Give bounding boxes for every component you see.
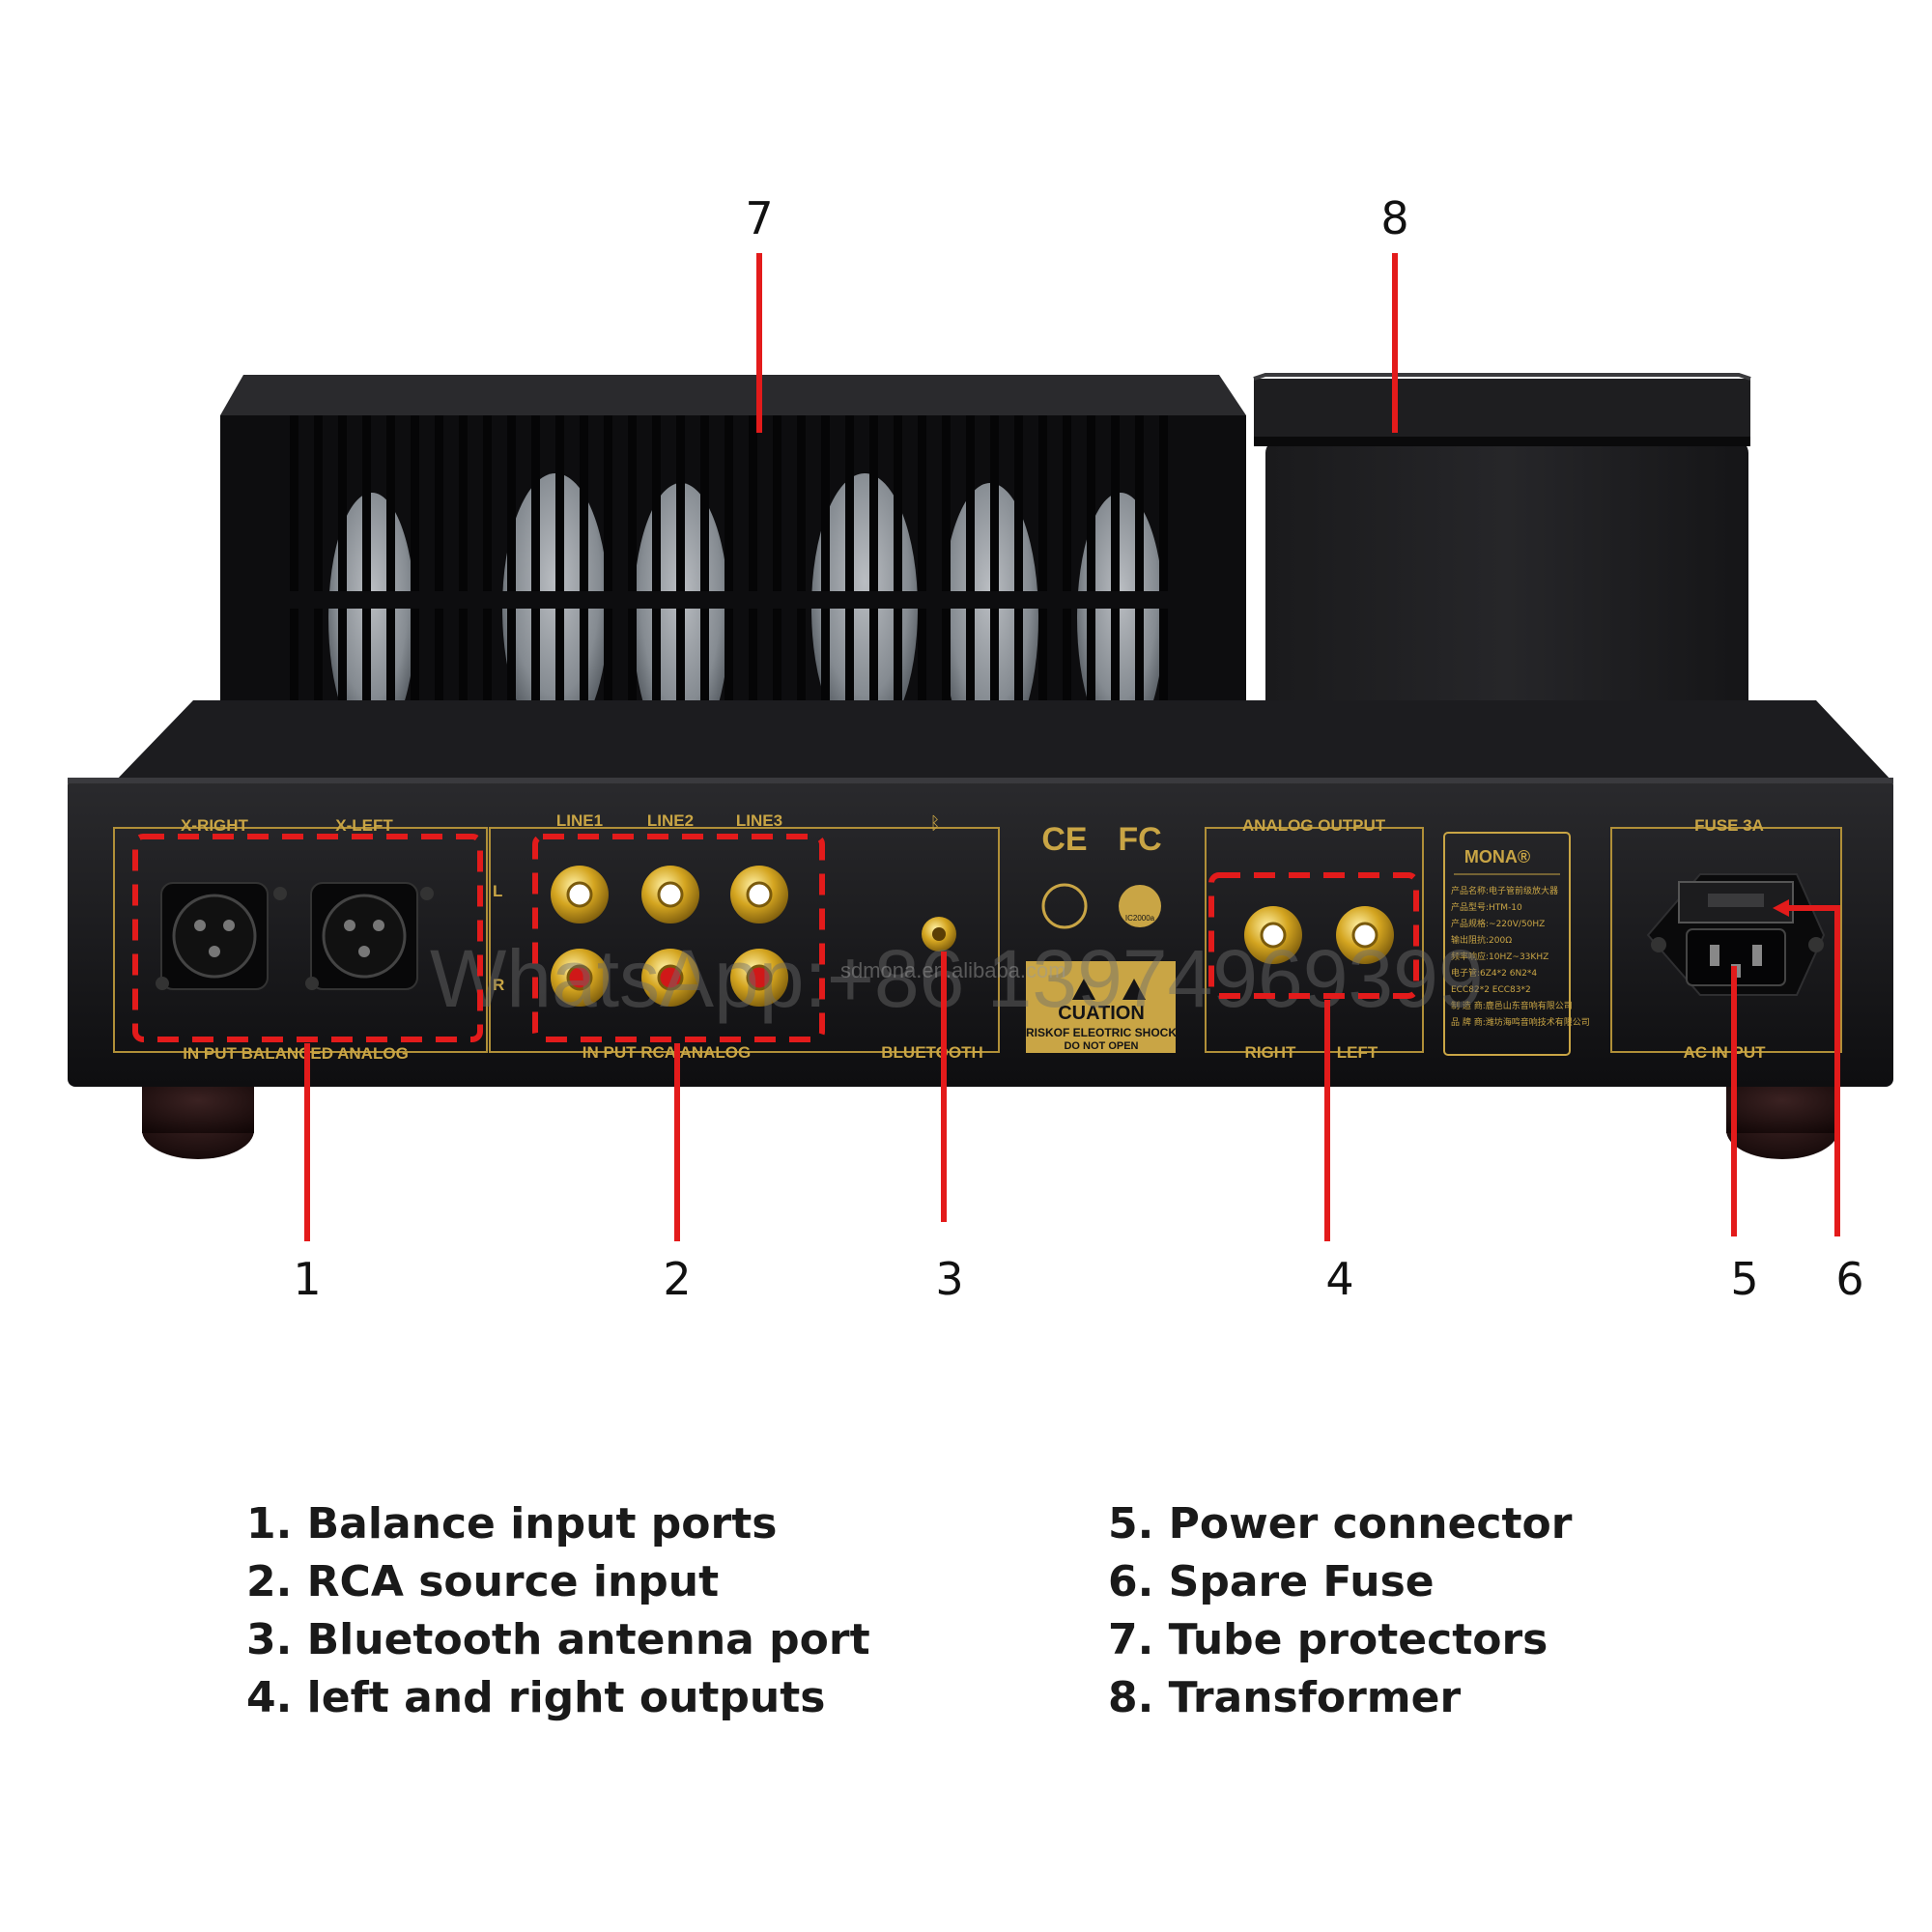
brand-spec-line: 频率响应:10HZ~33KHZ	[1451, 951, 1548, 962]
callout-8: 8	[1380, 192, 1408, 244]
brand-spec-line: ECC82*2 ECC83*2	[1451, 985, 1531, 995]
brand-spec-line: 产品型号:HTM-10	[1451, 901, 1522, 913]
legend-item-7: 7. Tube protectors	[1108, 1615, 1548, 1664]
svg-text:RISKOF ELEOTRIC SHOCK: RISKOF ELEOTRIC SHOCK	[1026, 1026, 1177, 1039]
warning-icon	[1122, 979, 1146, 1000]
amplifier-chassis	[68, 700, 1893, 1159]
legend-item-6: 6. Spare Fuse	[1108, 1557, 1435, 1606]
rca-input-jack[interactable]	[551, 866, 609, 923]
arrowhead-icon	[1773, 899, 1789, 917]
fuse-holder[interactable]	[1678, 881, 1794, 923]
xlr-left-connector[interactable]	[310, 882, 418, 990]
callout-1: 1	[293, 1253, 321, 1305]
leader-lines	[304, 253, 1840, 1241]
x-left-label: X-LEFT	[335, 816, 393, 835]
legend-item-2: 2. RCA source input	[246, 1557, 720, 1606]
rca-input-section: LINE1 LINE2 LINE3 IN PUT RCA ANALOG BLUE…	[489, 811, 1000, 1062]
legend-item-1: 1. Balance input ports	[246, 1499, 778, 1548]
rca-output-left[interactable]	[1336, 906, 1394, 964]
output-left-label: LEFT	[1337, 1043, 1378, 1062]
xlr-right-connector[interactable]	[160, 882, 269, 990]
leader-line-6	[1782, 905, 1840, 1236]
brand-spec-line: 品 牌 商:潍坊海鸣音响技术有限公司	[1451, 1016, 1590, 1028]
highlight-boxes	[132, 834, 1419, 1042]
balanced-input-section: X-RIGHT X-LEFT IN PUT BALANCED ANALOG L …	[113, 816, 504, 1063]
fuse-label: FUSE 3A	[1694, 816, 1764, 835]
callout-5: 5	[1730, 1253, 1758, 1305]
analog-output-section: ANALOG OUTPUT RIGHT LEFT	[1205, 816, 1424, 1062]
output-right-label: RIGHT	[1245, 1043, 1297, 1062]
balanced-footer-label: IN PUT BALANCED ANALOG	[183, 1044, 409, 1063]
certification-seal-icon	[1041, 883, 1088, 929]
brand-spec-line: 产品名称:电子管前级放大器	[1451, 885, 1558, 896]
svg-text:DO NOT OPEN: DO NOT OPEN	[1064, 1040, 1138, 1052]
rca-input-jack[interactable]	[551, 949, 609, 1007]
ac-input-label: AC IN PUT	[1684, 1043, 1767, 1062]
callout-3: 3	[935, 1253, 963, 1305]
warning-icon	[1072, 979, 1095, 1000]
svg-text:IC2000a: IC2000a	[1125, 914, 1155, 923]
ce-mark: CE	[1041, 821, 1087, 858]
x-right-label: X-RIGHT	[181, 816, 249, 835]
rca-input-jack[interactable]	[641, 949, 699, 1007]
callout-2: 2	[663, 1253, 691, 1305]
legend-right-column: 5. Power connector 6. Spare Fuse 7. Tube…	[1108, 1495, 1572, 1727]
watermark-url: sdmona.en.alibaba.com	[840, 958, 1066, 982]
brand-logo: MONA®	[1464, 847, 1530, 867]
transformer-box	[1253, 373, 1751, 773]
certification-area: CE FC IC2000a CUATION RISKOF ELEOTRIC SH…	[1026, 821, 1177, 1053]
bluetooth-antenna-port[interactable]	[922, 917, 956, 952]
legend-item-3: 3. Bluetooth antenna port	[246, 1615, 870, 1664]
rca-input-jack[interactable]	[730, 866, 788, 923]
brand-spec-line: 制 造 商:鹿邑山东音响有限公司	[1451, 1000, 1573, 1011]
caution-title: CUATION	[1058, 1003, 1145, 1024]
certification-badge-icon	[1119, 885, 1161, 927]
line2-label: LINE2	[647, 811, 694, 830]
callout-6: 6	[1835, 1253, 1863, 1305]
rca-footer-label: IN PUT RCA ANALOG	[582, 1043, 751, 1062]
legend-item-4: 4. left and right outputs	[246, 1673, 826, 1722]
watermark-text: WhatsApp:+86 13974969399	[430, 933, 1484, 1024]
rca-jacks	[551, 866, 788, 1007]
brand-spec-line: 产品规格:~220V/50HZ	[1451, 918, 1545, 929]
brand-spec-line: 电子管:6Z4*2 6N2*4	[1451, 967, 1537, 979]
callout-numbers: 1 2 3 4 5 6 7 8	[293, 192, 1863, 1305]
side-r-label: R	[493, 976, 504, 994]
analog-output-title: ANALOG OUTPUT	[1242, 816, 1386, 835]
legend-item-5: 5. Power connector	[1108, 1499, 1573, 1548]
line1-label: LINE1	[556, 811, 603, 830]
highlight-balanced-inputs	[132, 834, 483, 1042]
legend-item-8: 8. Transformer	[1108, 1673, 1462, 1722]
side-l-label: L	[493, 882, 502, 900]
fc-mark: FC	[1118, 821, 1161, 858]
callout-7: 7	[745, 192, 773, 244]
chassis-foot	[142, 1087, 254, 1133]
legend-left-column: 1. Balance input ports 2. RCA source inp…	[246, 1495, 870, 1727]
brand-spec-line: 输出阻抗:200Ω	[1451, 934, 1512, 946]
callout-4: 4	[1325, 1253, 1353, 1305]
bluetooth-label: BLUETOOTH	[881, 1043, 982, 1062]
rca-output-right[interactable]	[1244, 906, 1302, 964]
chassis-foot	[1726, 1087, 1838, 1133]
bluetooth-icon: ᛒ	[930, 813, 941, 833]
rca-input-jack[interactable]	[641, 866, 699, 923]
rca-input-jack[interactable]	[730, 949, 788, 1007]
caution-label: CUATION RISKOF ELEOTRIC SHOCK DO NOT OPE…	[1026, 961, 1177, 1053]
line3-label: LINE3	[736, 811, 782, 830]
tube-cage	[220, 375, 1246, 768]
highlight-analog-outputs	[1208, 872, 1419, 999]
